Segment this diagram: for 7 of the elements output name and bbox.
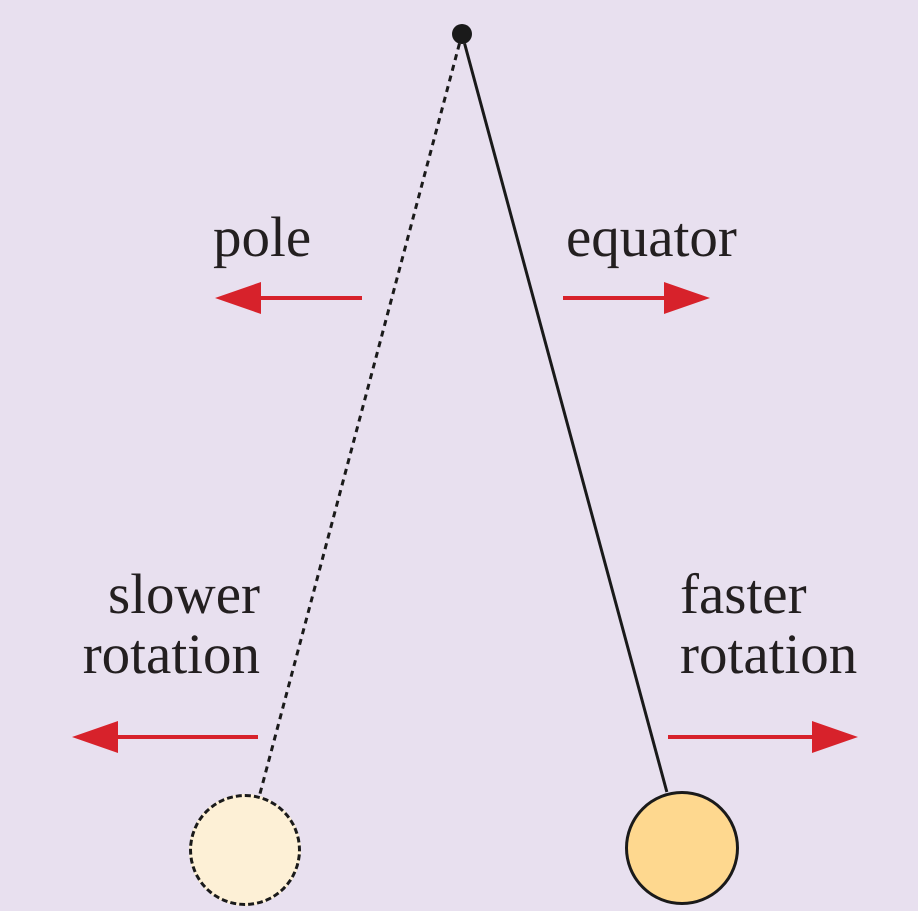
direction-label: equator xyxy=(566,208,738,268)
direction-label: pole xyxy=(213,208,312,268)
direction-label: slower rotation xyxy=(82,565,260,685)
direction-label: faster rotation xyxy=(680,565,858,685)
pivot-dot xyxy=(452,24,472,44)
dotted-string xyxy=(258,43,461,796)
pendulum-string xyxy=(463,43,668,792)
